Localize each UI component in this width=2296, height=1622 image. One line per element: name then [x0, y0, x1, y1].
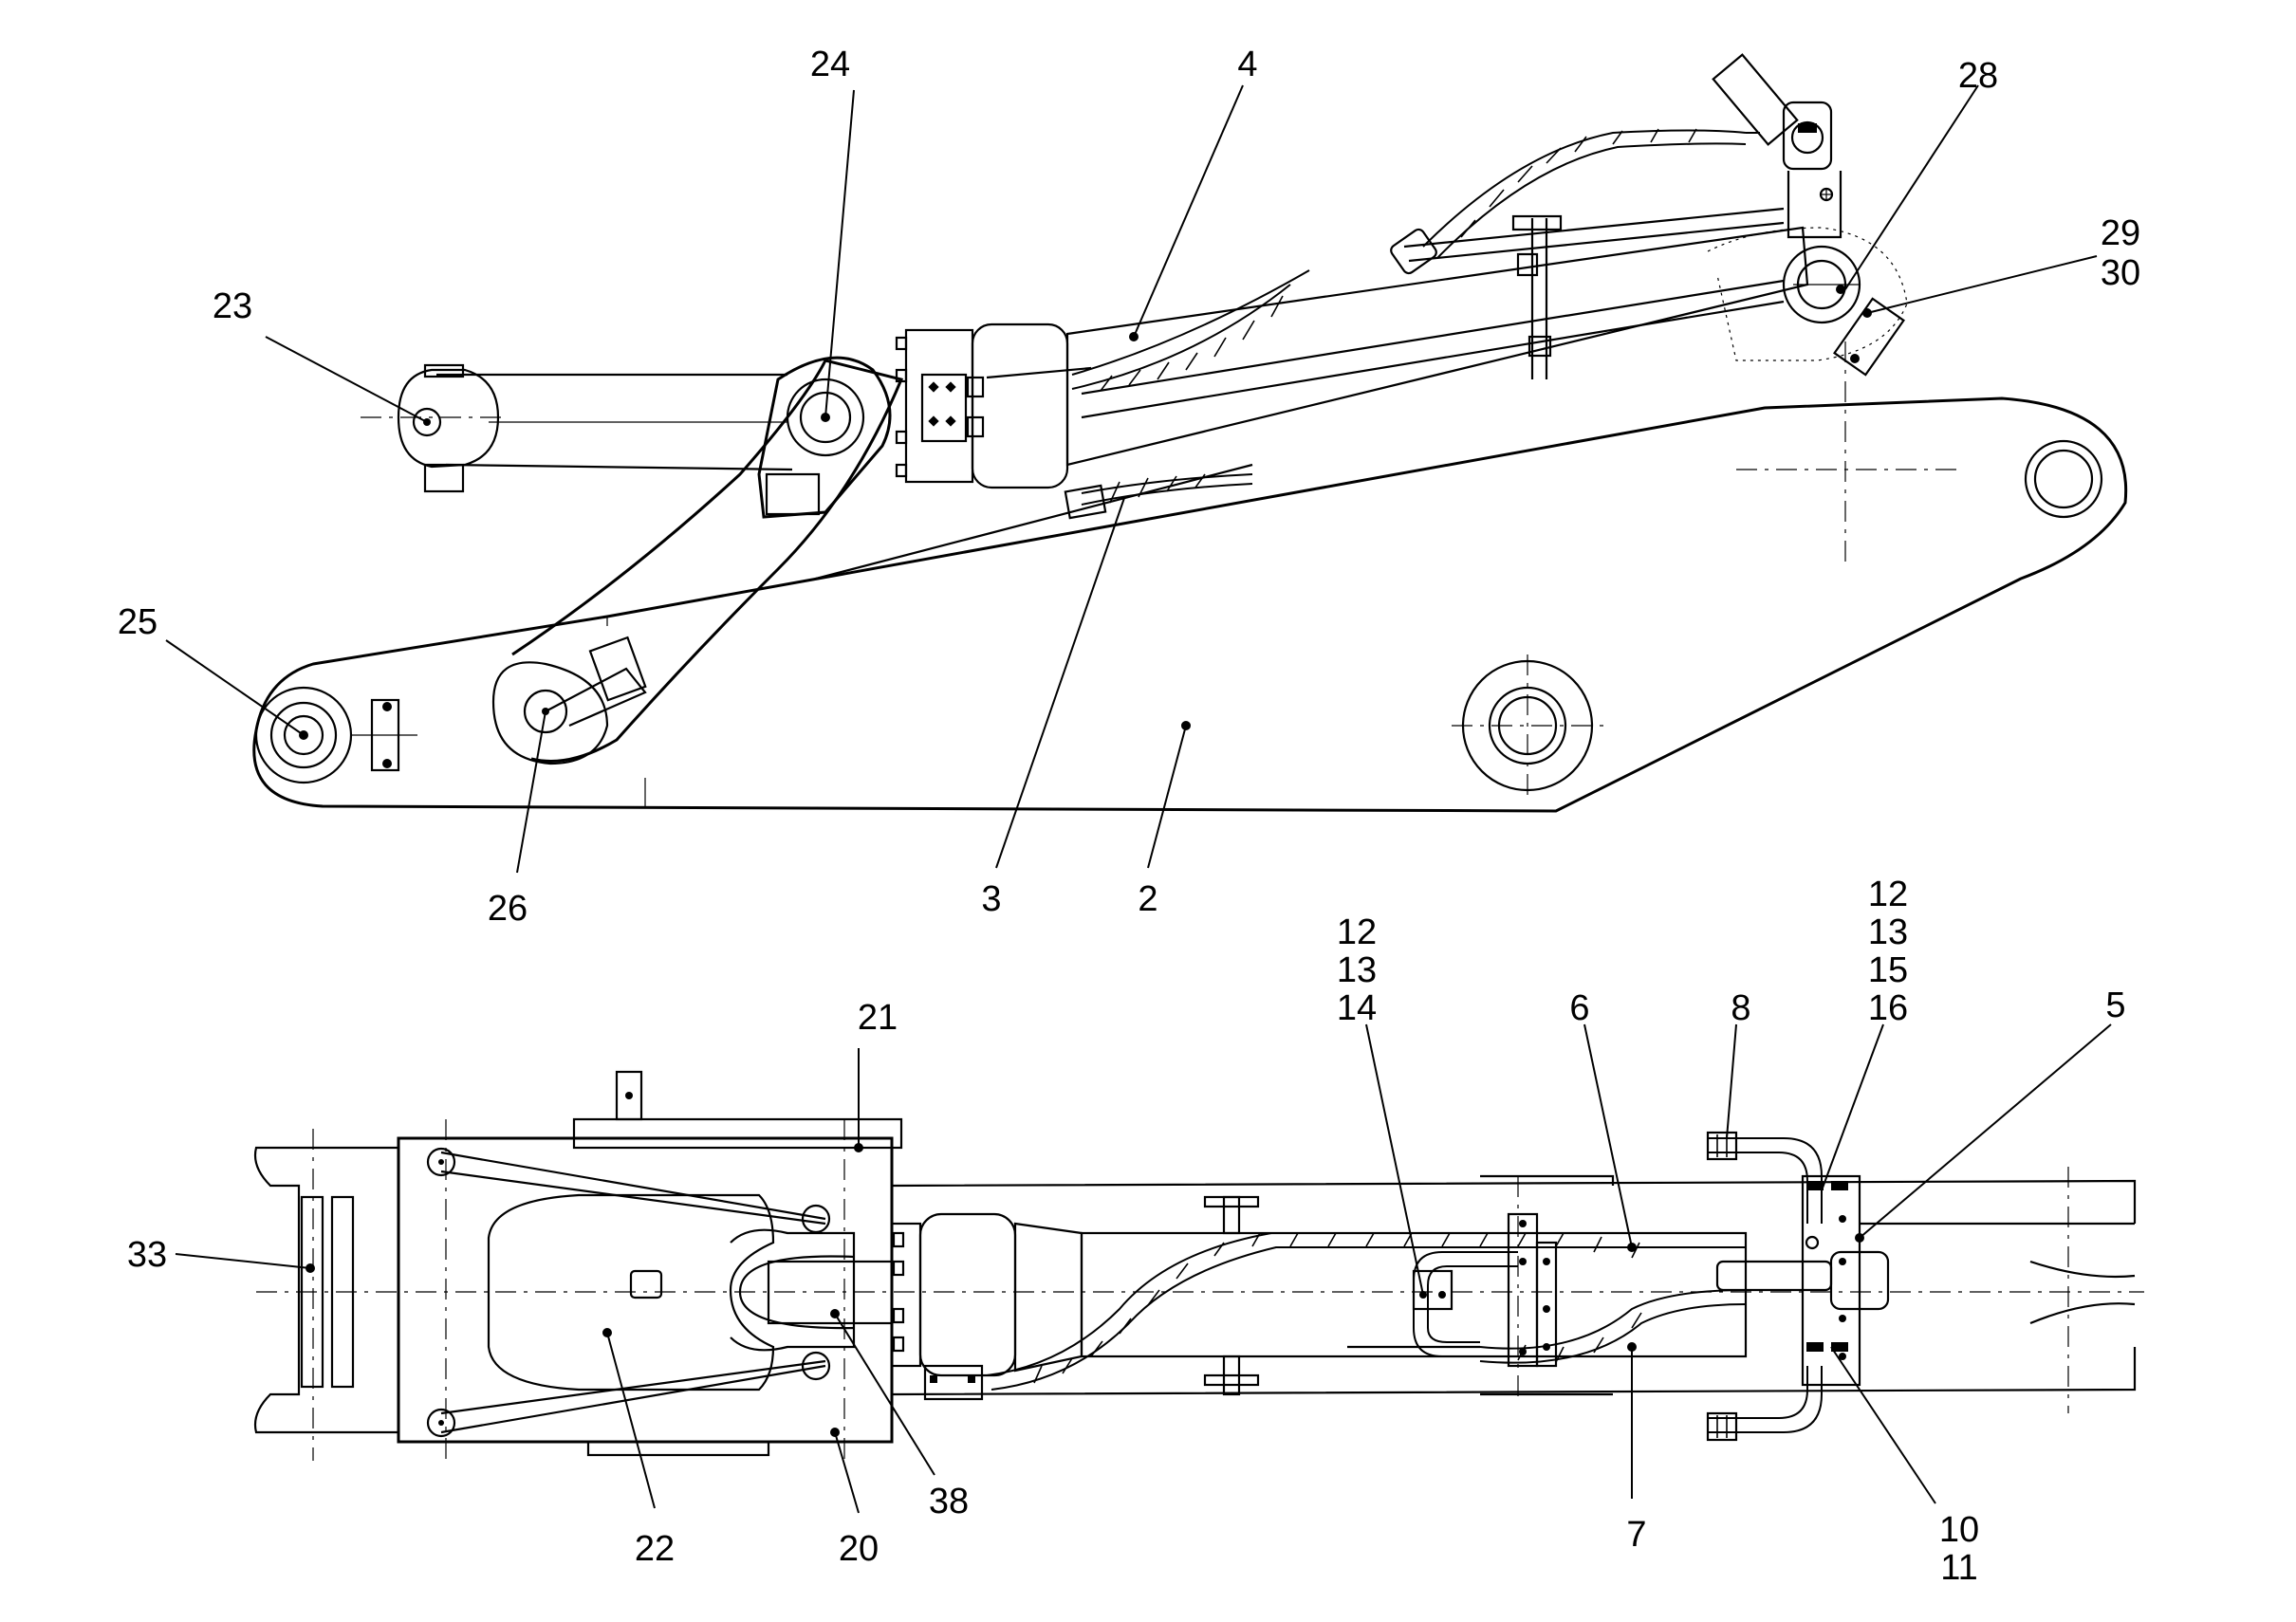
callout-21: 21 [858, 998, 898, 1038]
rear-clevis [253, 1129, 400, 1461]
frame-body [256, 1070, 2144, 1461]
pivot-pin-24 [757, 356, 892, 519]
bracket-29-30 [1833, 297, 1905, 377]
callout-15: 15 [1868, 950, 1908, 990]
hoses-upper [1064, 128, 1785, 520]
center-bore [1452, 654, 1603, 797]
callout-20: 20 [839, 1529, 879, 1569]
callout-29: 29 [2101, 213, 2140, 253]
callout-38: 38 [929, 1482, 969, 1521]
callout-2: 2 [1138, 879, 1157, 919]
pivot-pin-28 [1707, 227, 1908, 569]
boom-body [252, 396, 2128, 813]
callout-33: 33 [127, 1235, 167, 1275]
callout-24: 24 [810, 45, 850, 84]
side-view [252, 53, 2128, 813]
callout-13-a: 13 [1337, 950, 1377, 990]
callout-3: 3 [981, 879, 1001, 919]
callout-6: 6 [1569, 988, 1589, 1028]
link-rod [397, 363, 793, 493]
callout-labels: 24 4 28 29 30 23 25 26 3 2 21 33 22 20 3… [118, 45, 2140, 1588]
cylinder [895, 226, 1809, 489]
top-fitting [1712, 53, 1842, 239]
callout-25: 25 [118, 602, 157, 642]
callout-12-b: 12 [1868, 875, 1908, 914]
callout-7: 7 [1626, 1515, 1646, 1555]
callout-13-b: 13 [1868, 912, 1908, 952]
callout-22: 22 [635, 1529, 675, 1569]
callout-30: 30 [2101, 253, 2140, 293]
curved-arm [491, 359, 904, 765]
callout-12-a: 12 [1337, 912, 1377, 952]
callout-23: 23 [213, 286, 252, 326]
callout-14: 14 [1337, 988, 1377, 1028]
plan-view [253, 1070, 2144, 1461]
callout-8: 8 [1731, 988, 1750, 1028]
rear-pivot [254, 686, 417, 784]
callout-4: 4 [1237, 45, 1257, 84]
arm-beams [891, 1167, 2137, 1413]
callout-10: 10 [1939, 1510, 1979, 1550]
callout-11: 11 [1940, 1548, 1977, 1588]
leader-lines [165, 84, 2112, 1514]
callout-28: 28 [1958, 56, 1998, 96]
callout-5: 5 [2105, 986, 2125, 1025]
nose-bore [1736, 439, 2103, 519]
callout-16: 16 [1868, 988, 1908, 1028]
callout-26: 26 [488, 889, 528, 929]
